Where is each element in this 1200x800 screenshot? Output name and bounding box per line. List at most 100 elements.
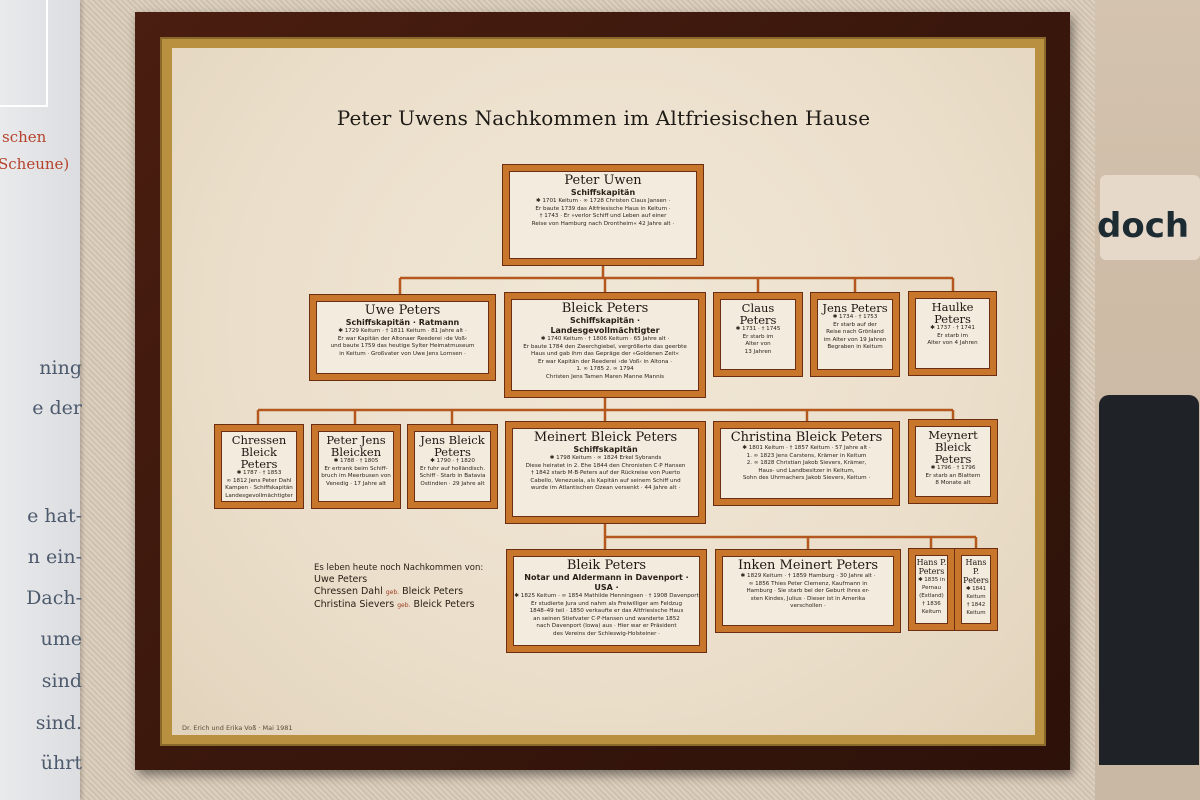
panel-text-line: e der [32,397,82,419]
person-role: Notar und Aldermann in Davenport · USA · [524,573,689,592]
person-role: Schiffskapitän · Landesgevollmächtigter [550,316,660,335]
person-detail: Landesgevollmächtigter [225,492,293,499]
survivor-birth-name: Bleick Peters [402,586,464,597]
panel-text-line: sind [41,670,82,692]
person-detail: Christen Jens Tamen Maren Manne Mannis [545,373,665,380]
chart-title: Peter Uwens Nachkommen im Altfriesischen… [336,106,871,130]
background-right: doch [1095,0,1200,800]
person-name: Peter Uwen [564,173,642,188]
person-detail: ✱ 1737 · † 1741 [930,325,975,331]
person-detail: ✱ 1835 in [917,577,946,583]
person-detail: ✱ 1825 Keitum · ∞ 1854 Mathilde Hennings… [514,593,699,599]
person-detail: ✱ 1731 · † 1745 [735,326,781,332]
geb-label: geb. [385,589,400,596]
survivor-birth-name: Bleick Peters [413,599,475,610]
person-detail: wurde im Atlantischen Ozean versenkt · 4… [530,485,681,492]
hanging-bag [1100,175,1200,260]
person-detail: Alter von 4 Jahren [927,340,978,347]
survivor-name: Uwe Peters [314,574,368,585]
person-name: Bleick Peters [561,301,649,316]
person-detail: ✱ 1790 · † 1820 [430,458,475,464]
hanging-coat [1099,395,1199,765]
person-detail: nach Davenport (Iowa) aus · Hier war er … [536,623,677,630]
person-detail: Er fuhr auf holländisch. [420,465,485,472]
person-detail: Keitum [966,594,986,600]
person-detail: † 1743 · Er »verlor Schiff und Leben auf… [539,213,667,220]
panel-text-line: sind. [35,712,82,734]
connector-gen3 [603,523,978,550]
person-box: Christina Bleick Peters✱ 1801 Keitum · †… [713,421,900,506]
person-name: Hans P. Peters [963,558,989,585]
survivor-name: Christina Sievers [314,599,395,610]
geb-label: geb. [397,602,411,609]
person-detail: Kampen · Schiffskapitän [225,485,293,492]
person-detail: ✱ 1787 · † 1853 [236,470,282,476]
person-detail: Alter von [745,341,771,348]
person-detail: Venedig · 17 Jahre alt [326,480,386,487]
person-detail: Er baute 1739 das Altfriesische Haus in … [535,205,671,212]
person-detail: 1. ∞ 1785 2. ∞ 1794 [576,366,634,373]
survivors-heading: Es leben heute noch Nachkommen von: [314,563,484,573]
person-detail: ∞ 1856 Thies Peter Clemenz, Kaufmann in [748,580,868,587]
person-detail: ✱ 1841 [965,586,987,592]
person-detail: 2. ∞ 1828 Christian Jakob Sievers, Kräme… [746,460,867,467]
person-detail: Diese heiratet in 2. Ehe 1844 den Chroni… [525,462,686,469]
person-detail: in Keitum · Großvater von Uwe Jens Lorns… [339,350,466,357]
person-role: Schiffskapitän · Ratmann [345,318,460,327]
person-name: Jens Bleick Peters [420,433,485,459]
person-detail: an seinen Stiefvater C·P·Hansen und wand… [533,615,680,622]
person-detail: † 1836 [922,601,941,607]
person-detail: ✱ 1829 Keitum · † 1859 Hamburg · 30 Jahr… [740,573,876,579]
survivor-entry: Uwe Peters [314,574,483,586]
person-detail: Keitum [966,610,986,616]
person-detail: Schiff · Starb in Batavia [419,473,486,480]
person-detail: † 1842 starb M·B·Peters auf der Rückreis… [530,470,681,477]
person-role: Schiffskapitän [570,188,636,197]
person-detail: im Alter von 19 Jahren [823,336,887,343]
bag-text: doch [1097,206,1190,246]
person-detail: ✱ 1798 Keitum · ∞ 1824 Erkel Sybrands [549,455,662,461]
survivor-name: Chressen Dahl [314,586,383,597]
person-name: Claus Peters [739,301,777,327]
person-detail: Haus- und Landbesitzer in Keitum, [758,467,855,474]
person-detail: ✱ 1788 · † 1805 [333,458,379,464]
person-detail: Pernau [921,585,941,591]
person-name: Christina Bleick Peters [730,430,883,445]
person-detail: 1848–49 teil · 1850 verkaufte er das Alt… [529,608,684,615]
panel-text-line: schen [2,128,47,146]
person-name: Meinert Bleick Peters [533,430,678,445]
person-detail: Sohn des Uhrmachers Jakob Sievers, Keitu… [742,475,871,482]
person-name: Meynert Bleick Peters [928,428,978,466]
person-detail: Er studierte Jura und nahm als Freiwilli… [530,600,683,607]
panel-text-line: n ein- [27,546,82,568]
person-detail: Reise nach Grönland [826,329,884,336]
person-detail: ✱ 1801 Keitum · † 1857 Keitum · 57 Jahre… [742,445,871,451]
person-name: Chressen Bleick Peters [231,433,287,471]
panel-text-line: Dach- [26,587,82,609]
panel-text-line: ume [40,628,83,650]
person-detail: Ostindien · 29 Jahre alt [420,480,485,487]
person-name: Haulke Peters [931,300,974,326]
surviving-descendants: Es leben heute noch Nachkommen von: Uwe … [314,562,483,612]
person-detail: ✱ 1734 · † 1753 [832,314,878,320]
person-name: Inken Meinert Peters [737,558,879,573]
survivor-entry: Chressen Dahl geb. Bleick Peters [314,586,483,599]
panel-frame-edge [0,0,48,107]
person-detail: Haus und gab ihm das Gepräge der »Golden… [531,351,679,358]
person-detail: Er starb auf der [833,321,877,328]
person-detail: Er starb im [742,333,774,340]
person-detail: Cabello, Venezuela, als Kapitän auf sein… [530,477,681,484]
person-detail: 13 Jahren [744,348,772,355]
